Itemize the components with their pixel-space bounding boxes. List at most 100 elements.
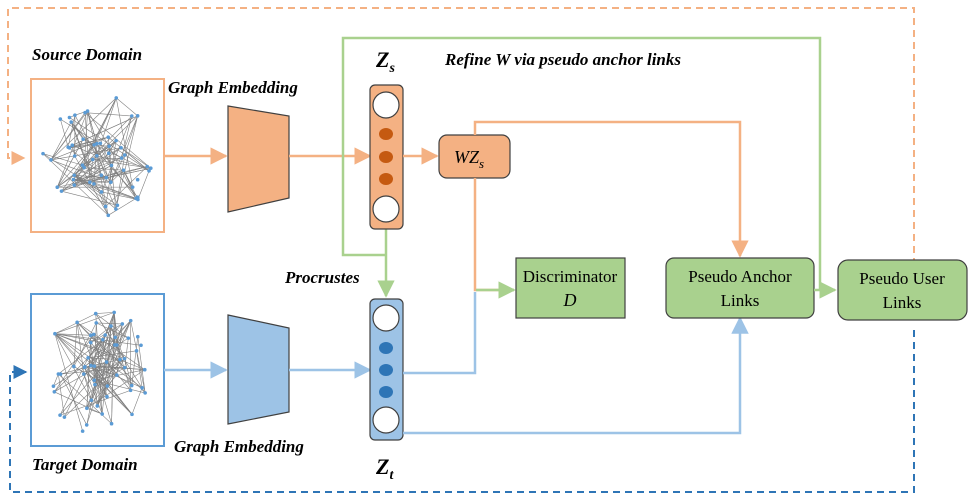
graph-edge xyxy=(50,97,117,161)
discriminator-box: Discriminator D xyxy=(515,257,626,319)
graph-edge xyxy=(70,121,109,216)
graph-edge xyxy=(50,112,86,161)
graph-edge xyxy=(97,320,132,407)
procrustes-label: Procrustes xyxy=(284,268,360,287)
graph-edge xyxy=(86,369,145,409)
graph-node xyxy=(135,114,140,118)
graph-edge xyxy=(107,344,118,387)
graph-node xyxy=(134,349,139,353)
graph-node xyxy=(95,404,100,408)
graph-node xyxy=(114,343,119,347)
graph-node xyxy=(55,185,60,190)
graph-edge xyxy=(54,333,142,346)
graph-node xyxy=(58,413,62,417)
source-graph-network xyxy=(41,96,153,218)
graph-node xyxy=(147,169,151,173)
graph-node xyxy=(85,406,89,411)
graph-edge xyxy=(74,174,107,179)
graph-edge xyxy=(84,366,133,415)
orange-dashed-loop xyxy=(7,7,915,265)
graph-node xyxy=(72,173,77,178)
blue-dashed-loop xyxy=(9,330,915,493)
graph-edge xyxy=(72,144,97,157)
graph-edge xyxy=(69,144,95,149)
graph-node xyxy=(49,158,53,162)
graph-edge xyxy=(82,140,117,166)
graph-node xyxy=(72,154,77,158)
graph-edge xyxy=(42,153,83,166)
graph-node xyxy=(142,367,147,372)
graph-edge xyxy=(54,313,96,334)
graph-edge xyxy=(54,333,132,386)
graph-node xyxy=(90,157,95,162)
graph-node xyxy=(126,336,131,340)
graph-edge xyxy=(93,144,107,178)
graph-node xyxy=(128,318,133,323)
arrow-zt-to-discriminator xyxy=(403,292,477,375)
graph-edge xyxy=(137,170,150,200)
graph-edge xyxy=(111,312,115,424)
graph-edge xyxy=(76,322,146,394)
graph-node xyxy=(103,333,107,337)
graph-edge xyxy=(124,338,129,368)
graph-edge xyxy=(93,183,102,193)
graph-node xyxy=(73,113,77,117)
graph-node xyxy=(109,324,113,328)
graph-node xyxy=(62,415,67,419)
graph-edge xyxy=(93,97,117,145)
graph-node xyxy=(104,360,109,364)
graph-edge xyxy=(86,344,116,409)
graph-edge xyxy=(106,166,148,179)
graph-edge xyxy=(83,373,92,401)
graph-edge xyxy=(54,334,95,392)
graph-node xyxy=(89,398,94,403)
graph-edge xyxy=(101,175,117,210)
graph-node xyxy=(93,311,98,316)
graph-node xyxy=(92,182,96,186)
graph-node xyxy=(100,412,104,416)
arrow-zt-to-pseudo-anchor xyxy=(403,316,749,435)
graph-edge xyxy=(54,391,103,415)
svg-text:Pseudo User: Pseudo User xyxy=(859,269,945,288)
graph-edge xyxy=(84,112,151,169)
svg-text:WZs: WZs xyxy=(454,147,484,171)
graph-edge xyxy=(56,110,88,188)
graph-node xyxy=(119,146,123,150)
graph-node xyxy=(95,141,99,146)
graph-node xyxy=(129,114,134,118)
graph-node xyxy=(143,391,147,395)
target-domain-graph xyxy=(30,293,165,447)
graph-embedding-encoder-target xyxy=(227,314,290,425)
graph-edge xyxy=(96,97,117,156)
graph-node xyxy=(80,163,85,167)
arrow-wzs-to-pseudo-anchor xyxy=(473,120,749,258)
graph-edge xyxy=(131,336,139,386)
graph-node xyxy=(99,173,104,178)
graph-edge xyxy=(93,322,97,381)
graph-node xyxy=(122,356,127,361)
graph-edge xyxy=(105,166,148,207)
graph-node xyxy=(135,334,140,339)
graph-edge xyxy=(136,350,143,388)
graph-edge xyxy=(108,146,137,199)
graph-edge xyxy=(84,366,117,376)
graph-node xyxy=(83,110,87,115)
graph-edge xyxy=(116,320,131,346)
arrow-wzs-to-discriminator-orange xyxy=(473,178,514,292)
graph-edge xyxy=(60,119,69,148)
graph-edge xyxy=(70,121,84,140)
graph-edge xyxy=(123,170,137,199)
graph-edge xyxy=(74,115,112,183)
graph-edge xyxy=(76,322,145,370)
graph-node xyxy=(114,207,118,211)
graph-node xyxy=(109,163,114,168)
svg-text:Links: Links xyxy=(721,291,760,310)
graph-edge xyxy=(116,97,138,117)
refine-label: Refine W via pseudo anchor links xyxy=(444,50,681,69)
graph-node xyxy=(66,145,70,149)
graph-node xyxy=(103,204,108,209)
graph-edge xyxy=(83,373,98,407)
graph-node xyxy=(91,332,96,337)
graph-node xyxy=(119,156,124,160)
